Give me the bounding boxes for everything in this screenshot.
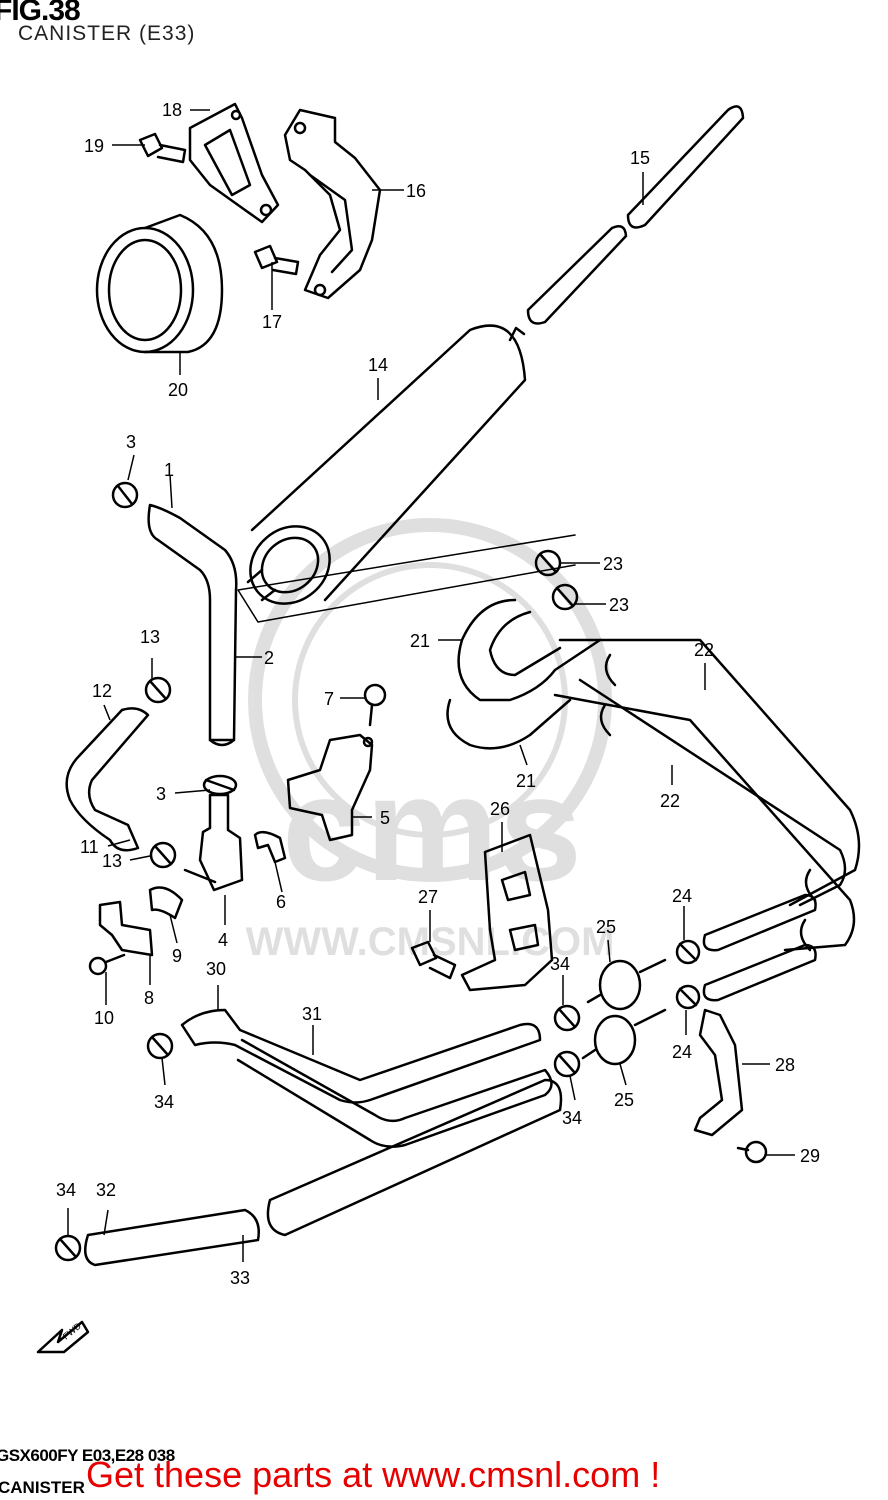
callout-26: 26: [490, 799, 510, 819]
screw-10: [88, 953, 126, 976]
callout-32: 32: [96, 1180, 116, 1200]
watermark-logo: cms: [282, 744, 582, 912]
check-valve-25a: [586, 958, 667, 1011]
hose-21: [446, 598, 602, 750]
bolt-17: [253, 244, 300, 276]
callout-34d: 34: [56, 1180, 76, 1200]
callout-6: 6: [276, 892, 286, 912]
bolt-19: [138, 132, 187, 164]
bracket-28: [693, 1008, 744, 1137]
valve-4: [183, 793, 244, 892]
hose-clamp-34a: [146, 1032, 174, 1060]
hose-clamp-24a: [675, 939, 701, 965]
callout-15: 15: [630, 148, 650, 168]
callout-3a: 3: [126, 432, 136, 452]
hose-15: [526, 105, 745, 325]
callout-33: 33: [230, 1268, 250, 1288]
callout-27: 27: [418, 887, 438, 907]
callout-21b: 21: [516, 771, 536, 791]
screw-29: [736, 1140, 768, 1164]
canister-14: [246, 324, 527, 605]
callout-24b: 24: [672, 1042, 692, 1062]
callout-7: 7: [324, 689, 334, 709]
callout-25a: 25: [596, 917, 616, 937]
footer-section-name: CANISTER: [0, 1478, 85, 1497]
screw-7: [363, 683, 387, 727]
footer-model-code: GSX600FY E03,E28 038: [0, 1446, 175, 1465]
callout-5: 5: [380, 808, 390, 828]
callout-16: 16: [406, 181, 426, 201]
bolt-27: [410, 940, 457, 980]
hose-clamp-34b: [553, 1004, 581, 1032]
band-20: [95, 213, 224, 354]
hose-clamp-13a: [144, 676, 172, 704]
callout-25b: 25: [614, 1090, 634, 1110]
callout-10: 10: [94, 1008, 114, 1028]
clip-6: [253, 830, 287, 864]
callout-34b: 34: [154, 1092, 174, 1112]
bracket-5: [286, 733, 374, 842]
callout-18: 18: [162, 100, 182, 120]
hose-clamp-3b: [202, 774, 238, 796]
callout-9: 9: [172, 946, 182, 966]
callout-19: 19: [84, 136, 104, 156]
callout-17: 17: [262, 312, 282, 332]
callout-29: 29: [800, 1146, 820, 1166]
callout-11: 11: [80, 837, 99, 857]
figure-number: FIG.38: [0, 0, 81, 27]
hose-clamp-23b: [551, 583, 579, 611]
hose-32-33: [83, 1078, 563, 1267]
callout-23a: 23: [603, 554, 623, 574]
hose-clamp-13b: [149, 841, 177, 869]
callout-24a: 24: [672, 886, 692, 906]
callout-31: 31: [302, 1004, 322, 1024]
callout-2: 2: [264, 648, 274, 668]
clamp-bracket-16: [283, 108, 382, 300]
callout-22b: 22: [660, 791, 680, 811]
callout-20: 20: [168, 380, 188, 400]
callout-12: 12: [92, 681, 112, 701]
fwd-arrow: [36, 1320, 90, 1354]
hose-12: [65, 707, 150, 852]
callout-13b: 13: [102, 851, 122, 871]
reference-line: [237, 534, 576, 623]
hose-clamp-34c: [553, 1050, 581, 1078]
callout-3b: 3: [156, 784, 166, 804]
hose-30-31: [180, 1008, 553, 1148]
leader-lines: [67, 109, 795, 1262]
callout-30: 30: [206, 959, 226, 979]
callout-28: 28: [775, 1055, 795, 1075]
hose-24: [702, 893, 817, 1002]
hose-clamp-3: [111, 481, 139, 509]
hose-clamp-24b: [675, 984, 701, 1010]
callout-numbers: 18 19 16 15 17 20 14 3 1 23 23 13 2 21 2…: [56, 100, 820, 1342]
clip-9: [148, 886, 184, 920]
callout-14: 14: [368, 355, 388, 375]
callout-13a: 13: [140, 627, 160, 647]
hose-22: [553, 638, 861, 952]
callout-34c: 34: [562, 1108, 582, 1128]
check-valve-25b: [581, 1008, 667, 1066]
callout-8: 8: [144, 988, 154, 1008]
bracket-8: [98, 900, 154, 957]
callout-34a: 34: [550, 954, 570, 974]
callout-22a: 22: [694, 640, 714, 660]
callout-23b: 23: [609, 595, 629, 615]
hose-1-2: [147, 503, 238, 747]
parts-banner-link[interactable]: Get these parts at www.cmsnl.com !: [86, 1454, 661, 1495]
clamp-bracket-18: [188, 102, 280, 224]
callout-1: 1: [164, 460, 174, 480]
figure-subtitle: CANISTER (E33): [18, 22, 196, 45]
callout-21a: 21: [410, 631, 430, 651]
callout-4: 4: [218, 930, 228, 950]
hose-clamp-34d: [54, 1234, 82, 1262]
bracket-26: [460, 833, 554, 992]
